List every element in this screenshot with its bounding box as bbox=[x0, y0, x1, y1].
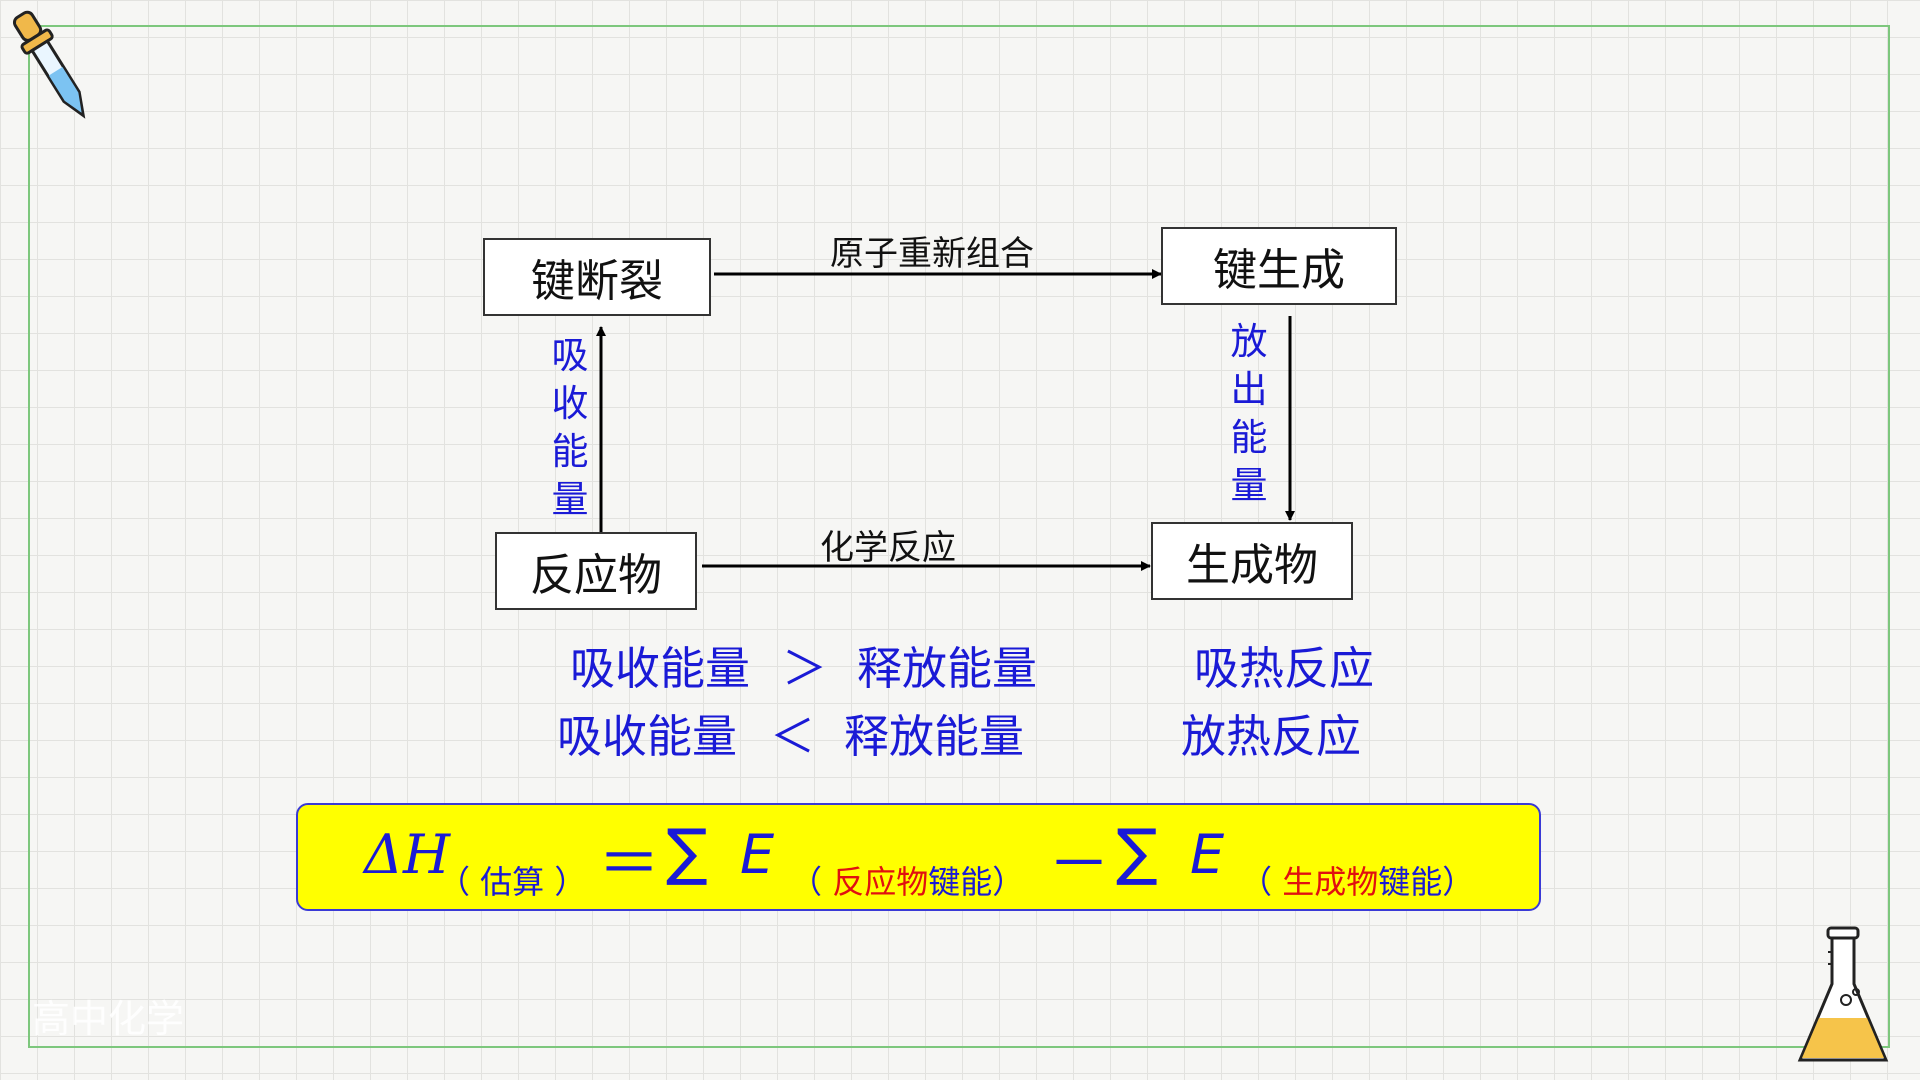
formula-open-1: （ bbox=[790, 863, 833, 901]
cond1-left: 吸收能量 bbox=[570, 642, 751, 695]
cond1-right: 释放能量 bbox=[857, 642, 1038, 695]
formula-sum-2: ∑ bbox=[1116, 815, 1158, 888]
release-char: 能 bbox=[1230, 416, 1268, 459]
formula-delta-h: ΔH bbox=[364, 823, 451, 886]
label-release-energy: 放 出 能 量 bbox=[1224, 318, 1274, 510]
formula-bond-energy-2: 键能 bbox=[1378, 863, 1443, 901]
release-char: 出 bbox=[1230, 368, 1268, 411]
cond2-right: 释放能量 bbox=[844, 710, 1025, 763]
formula-close-2: ） bbox=[1442, 863, 1475, 901]
formula-E-1: E bbox=[740, 823, 775, 886]
cond2-left: 吸收能量 bbox=[557, 710, 738, 763]
cond2-result: 放热反应 bbox=[1181, 710, 1362, 763]
cond1-op: ＞ bbox=[782, 642, 828, 695]
formula-bond-energy-1: 键能 bbox=[928, 863, 993, 901]
absorb-char: 能 bbox=[551, 430, 589, 473]
formula-equals: ＝ bbox=[598, 827, 661, 900]
dropper-icon bbox=[12, 10, 86, 119]
label-reaction: 化学反应 bbox=[820, 528, 956, 568]
node-reactants: 反应物 bbox=[495, 532, 697, 610]
formula-E-2: E bbox=[1190, 823, 1225, 886]
absorb-char: 量 bbox=[551, 478, 589, 521]
node-bond-form: 键生成 bbox=[1161, 227, 1397, 305]
absorb-char: 收 bbox=[551, 382, 589, 425]
release-char: 放 bbox=[1230, 320, 1268, 363]
release-char: 量 bbox=[1230, 464, 1268, 507]
formula-box: ΔH （ 估算 ） ＝ ∑ E （ 反应物键能） － ∑ E （ 生成物键能） bbox=[296, 803, 1541, 911]
cond2-op: ＜ bbox=[770, 710, 816, 763]
formula-estimate: （ 估算 ） bbox=[438, 863, 587, 901]
formula-sum-1: ∑ bbox=[666, 815, 708, 888]
formula-close-1: ） bbox=[992, 863, 1025, 901]
node-bond-break: 键断裂 bbox=[483, 238, 711, 316]
watermark-text: 高中化学 bbox=[32, 997, 185, 1041]
absorb-char: 吸 bbox=[551, 334, 589, 377]
formula-open-2: （ bbox=[1240, 863, 1283, 901]
node-products: 生成物 bbox=[1151, 522, 1353, 600]
label-absorb-energy: 吸 收 能 量 bbox=[545, 332, 595, 524]
cond1-result: 吸热反应 bbox=[1194, 642, 1375, 695]
page-frame bbox=[28, 25, 1890, 1048]
formula-minus: － bbox=[1048, 827, 1111, 900]
flask-icon bbox=[1797, 926, 1889, 1062]
formula-product-group: （ 生成物键能） bbox=[1240, 857, 1474, 903]
formula-product-word: 生成物 bbox=[1282, 863, 1379, 901]
formula-reactant-group: （ 反应物键能） bbox=[790, 857, 1024, 903]
formula-reactant-word: 反应物 bbox=[832, 863, 929, 901]
label-recombine: 原子重新组合 bbox=[830, 234, 1034, 274]
